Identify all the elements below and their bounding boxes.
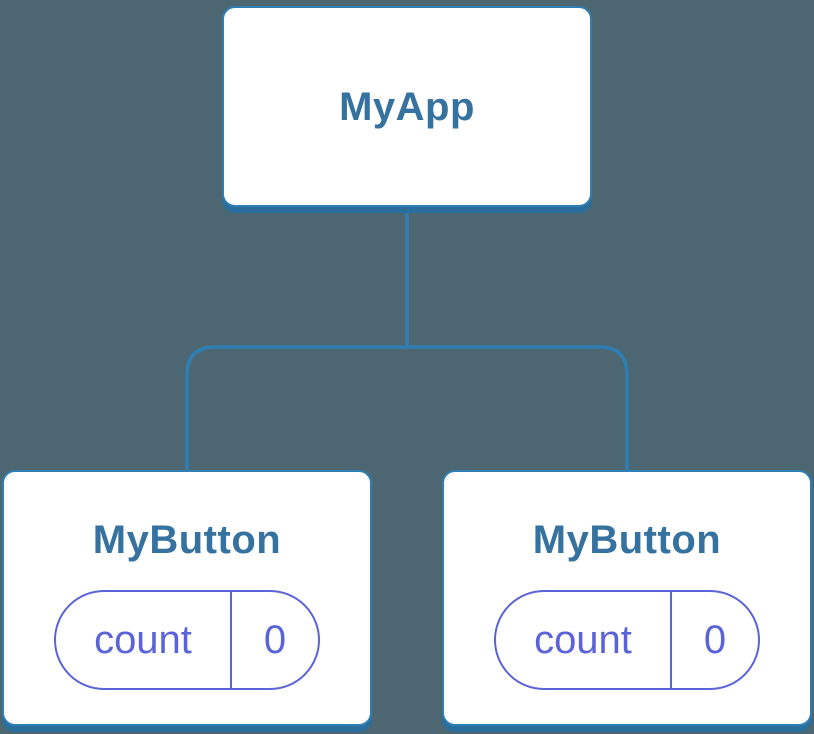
connector-branches: [185, 345, 629, 471]
state-value: 0: [230, 592, 318, 688]
state-value: 0: [670, 592, 758, 688]
tree-node-root: MyApp: [222, 6, 592, 207]
tree-node-child-right: MyButton count 0: [442, 470, 812, 726]
state-pill: count 0: [494, 590, 760, 690]
state-key-label: count: [534, 617, 632, 662]
tree-node-child-left: MyButton count 0: [2, 470, 372, 726]
node-label: MyButton: [532, 518, 722, 562]
node-label: MyApp: [339, 84, 475, 129]
state-pill: count 0: [54, 590, 320, 690]
state-key-label: count: [94, 617, 192, 662]
node-label: MyButton: [92, 518, 282, 562]
